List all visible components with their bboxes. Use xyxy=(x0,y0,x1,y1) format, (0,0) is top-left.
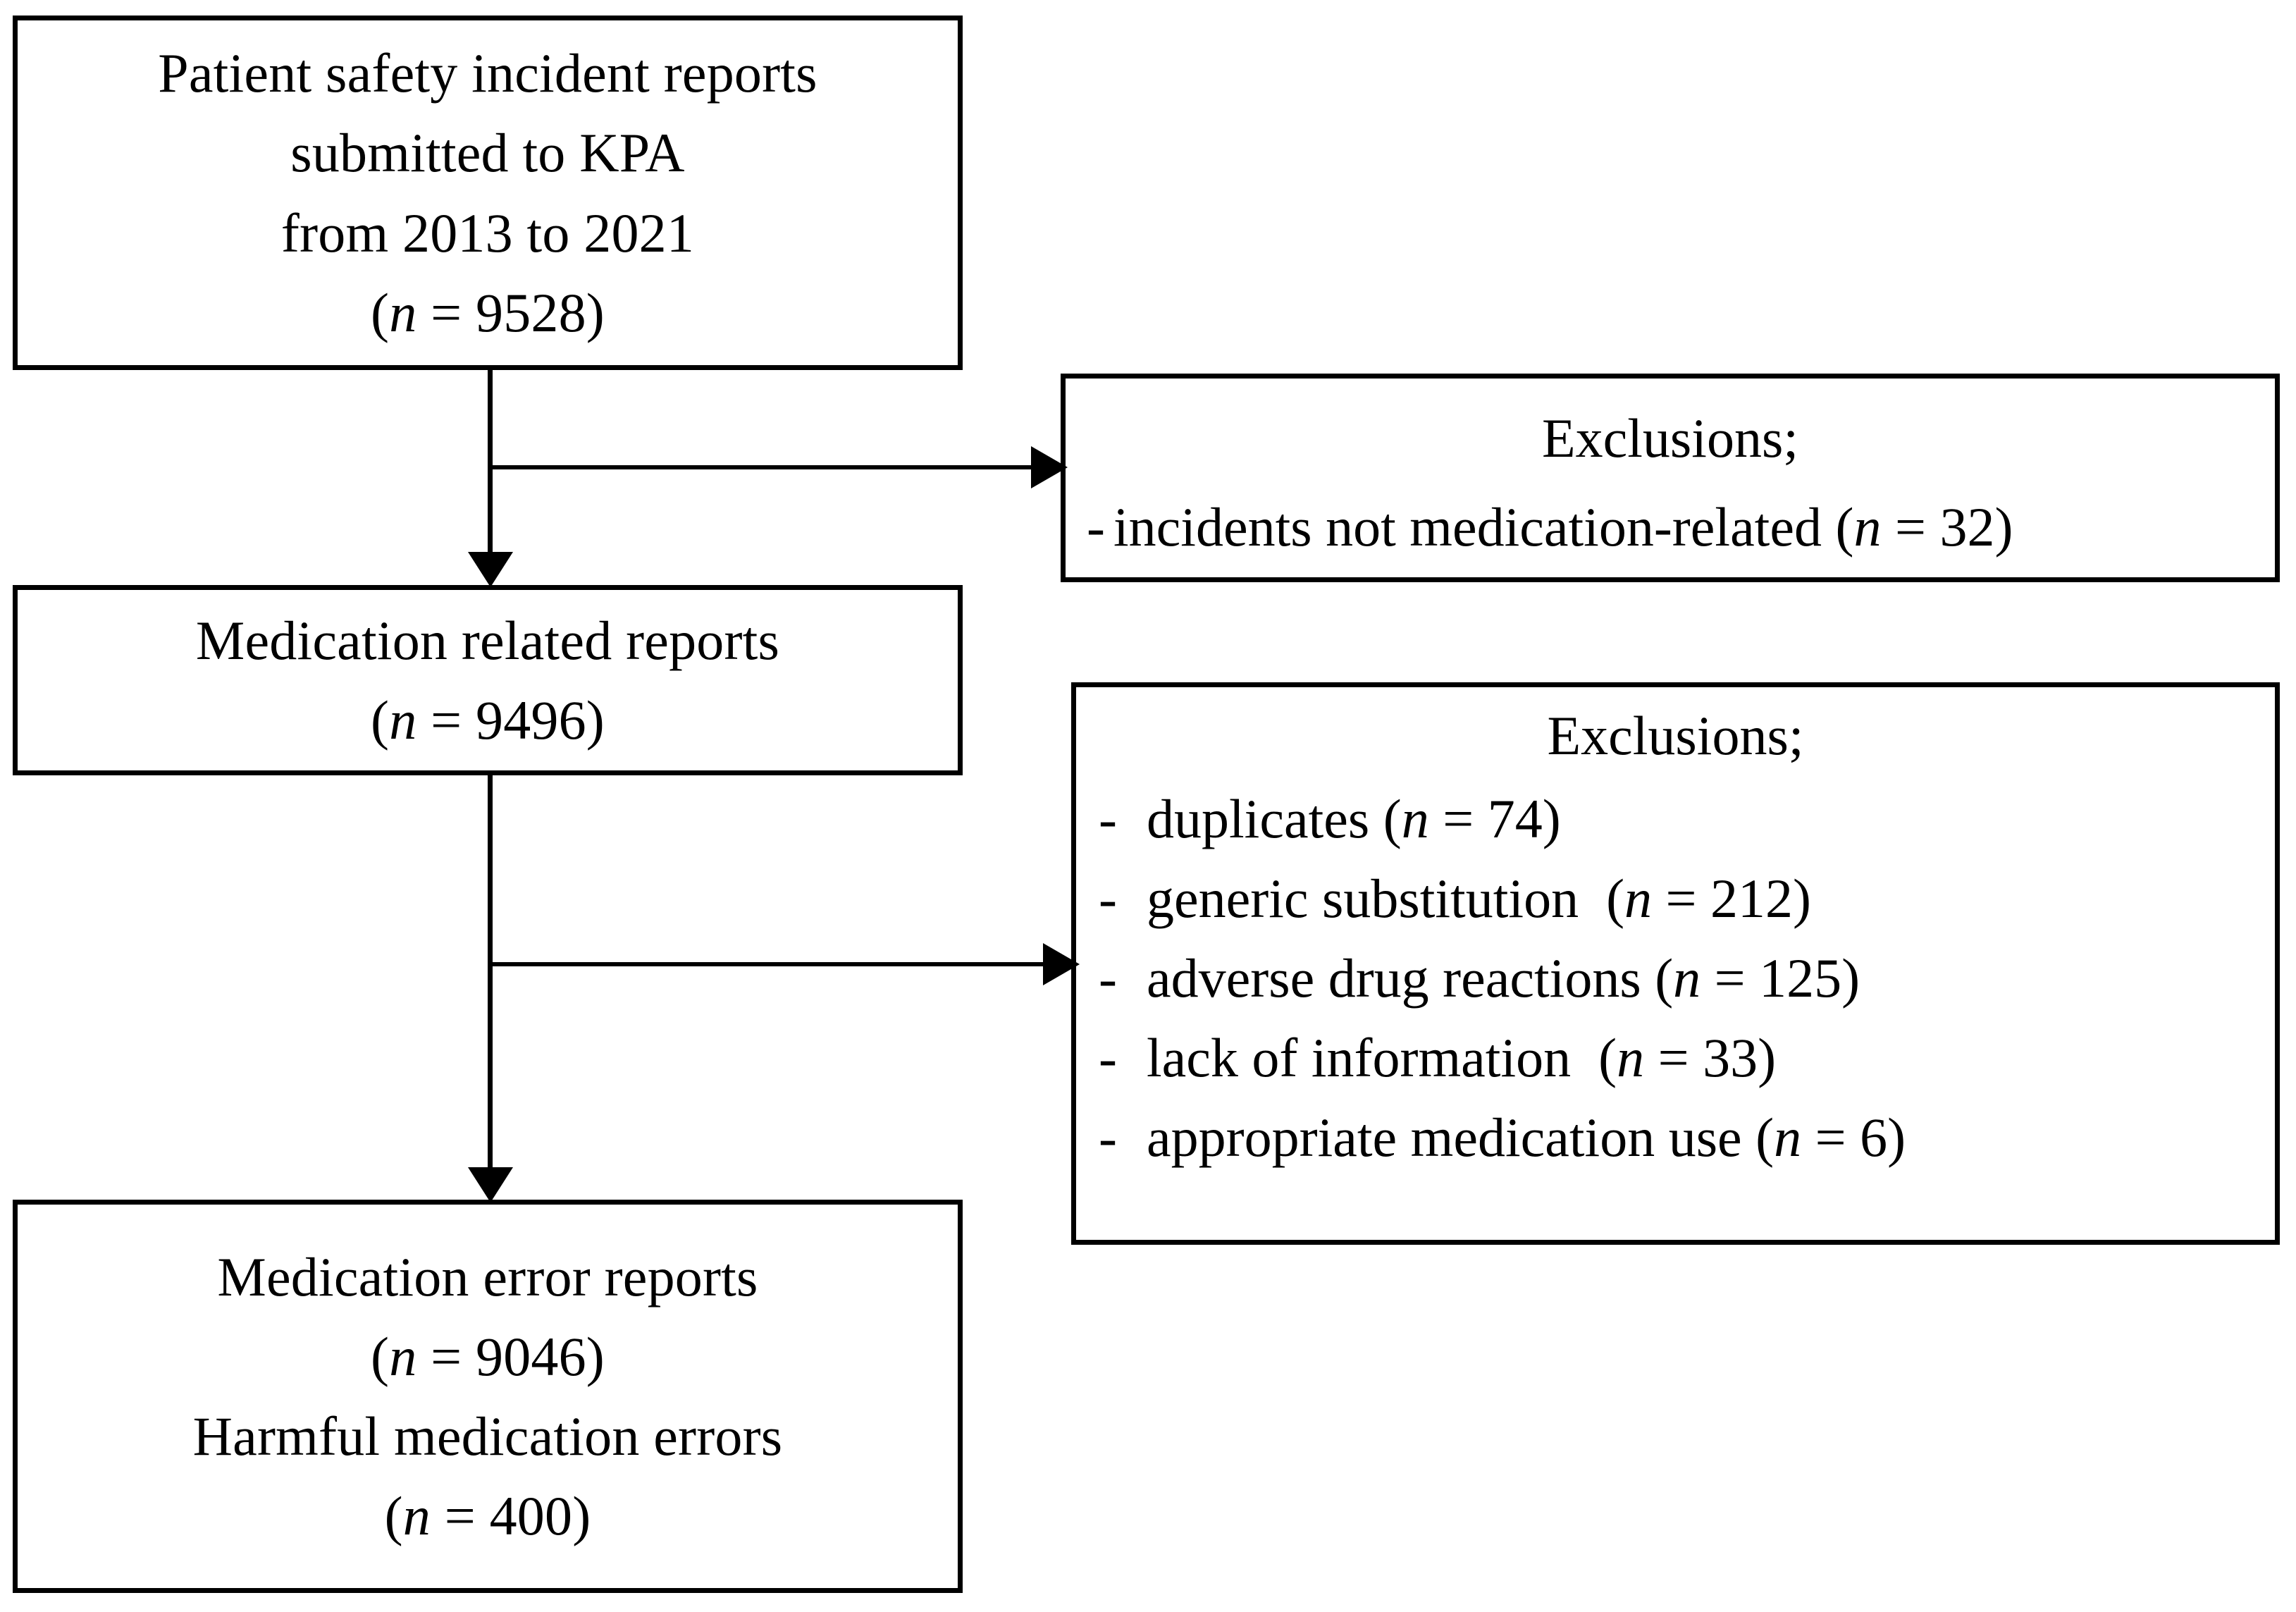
box-patient-safety-incident-reports: Patient safety incident reports submitte… xyxy=(13,16,963,370)
box-medication-related-reports: Medication related reports (n = 9496) xyxy=(13,585,963,775)
exclusions-box-stage-2: Exclusions; - duplicates (n = 74) - gene… xyxy=(1071,682,2280,1245)
exclusions-box-stage-1: Exclusions; - incidents not medication-r… xyxy=(1061,374,2280,582)
box3-line-1: Medication error reports xyxy=(217,1245,758,1308)
exclusions-stage-1-list: - incidents not medication-related (n = … xyxy=(1066,487,2275,567)
box1-count: (n = 9528) xyxy=(371,281,605,343)
box3-count: (n = 9046) xyxy=(371,1325,605,1387)
connector-box1-to-exclusions1-line xyxy=(488,465,1036,469)
exclusion-reason-text: incidents not medication-related (n = 32… xyxy=(1113,496,2013,558)
exclusions-stage-2-item: - lack of information (n = 33) xyxy=(1099,1018,2275,1097)
connector-box1-to-exclusions1-arrowhead xyxy=(1031,446,1068,488)
connector-box2-to-box3-arrowhead xyxy=(468,1167,513,1202)
box3-line-3: Harmful medication errors xyxy=(192,1405,783,1467)
exclusions-stage-2-item: - duplicates (n = 74) xyxy=(1099,779,2275,859)
exclusions-stage-2-item: - appropriate medication use (n = 6) xyxy=(1099,1097,2275,1177)
connector-box2-to-exclusions2-arrowhead xyxy=(1043,943,1080,985)
box1-line-2: submitted to KPA xyxy=(290,122,685,184)
exclusions-stage-2-title: Exclusions; xyxy=(1547,705,1804,766)
box2-line-1: Medication related reports xyxy=(195,609,780,671)
connector-box1-to-box2-line xyxy=(488,370,493,555)
exclusions-stage-1-item: - incidents not medication-related (n = … xyxy=(1087,487,2275,567)
exclusions-stage-2-list: - duplicates (n = 74) - generic substitu… xyxy=(1076,779,2275,1177)
exclusion-reason-text: generic substitution (n = 212) xyxy=(1147,867,1812,929)
exclusion-reason-text: lack of information (n = 33) xyxy=(1147,1026,1777,1088)
exclusions-stage-2-item: - generic substitution (n = 212) xyxy=(1099,859,2275,938)
box1-line-3: from 2013 to 2021 xyxy=(280,202,695,264)
box-medication-error-reports: Medication error reports (n = 9046) Harm… xyxy=(13,1200,963,1593)
bullet-dash-icon: - xyxy=(1087,496,1105,558)
box3-secondary-count: (n = 400) xyxy=(384,1485,591,1547)
connector-box2-to-exclusions2-line xyxy=(488,962,1048,966)
bullet-dash-icon: - xyxy=(1099,867,1117,929)
exclusion-reason-text: duplicates (n = 74) xyxy=(1147,787,1561,849)
box1-line-1: Patient safety incident reports xyxy=(158,42,817,104)
connector-box1-to-box2-arrowhead xyxy=(468,552,513,587)
exclusions-stage-1-title: Exclusions; xyxy=(1542,407,1798,469)
bullet-dash-icon: - xyxy=(1099,947,1117,1009)
bullet-dash-icon: - xyxy=(1099,1106,1117,1168)
exclusion-reason-text: appropriate medication use (n = 6) xyxy=(1147,1106,1906,1168)
exclusion-reason-text: adverse drug reactions (n = 125) xyxy=(1147,947,1860,1009)
connector-box2-to-box3-line xyxy=(488,775,493,1171)
exclusions-stage-2-item: - adverse drug reactions (n = 125) xyxy=(1099,938,2275,1018)
box2-count: (n = 9496) xyxy=(371,689,605,751)
bullet-dash-icon: - xyxy=(1099,787,1117,849)
bullet-dash-icon: - xyxy=(1099,1026,1117,1088)
